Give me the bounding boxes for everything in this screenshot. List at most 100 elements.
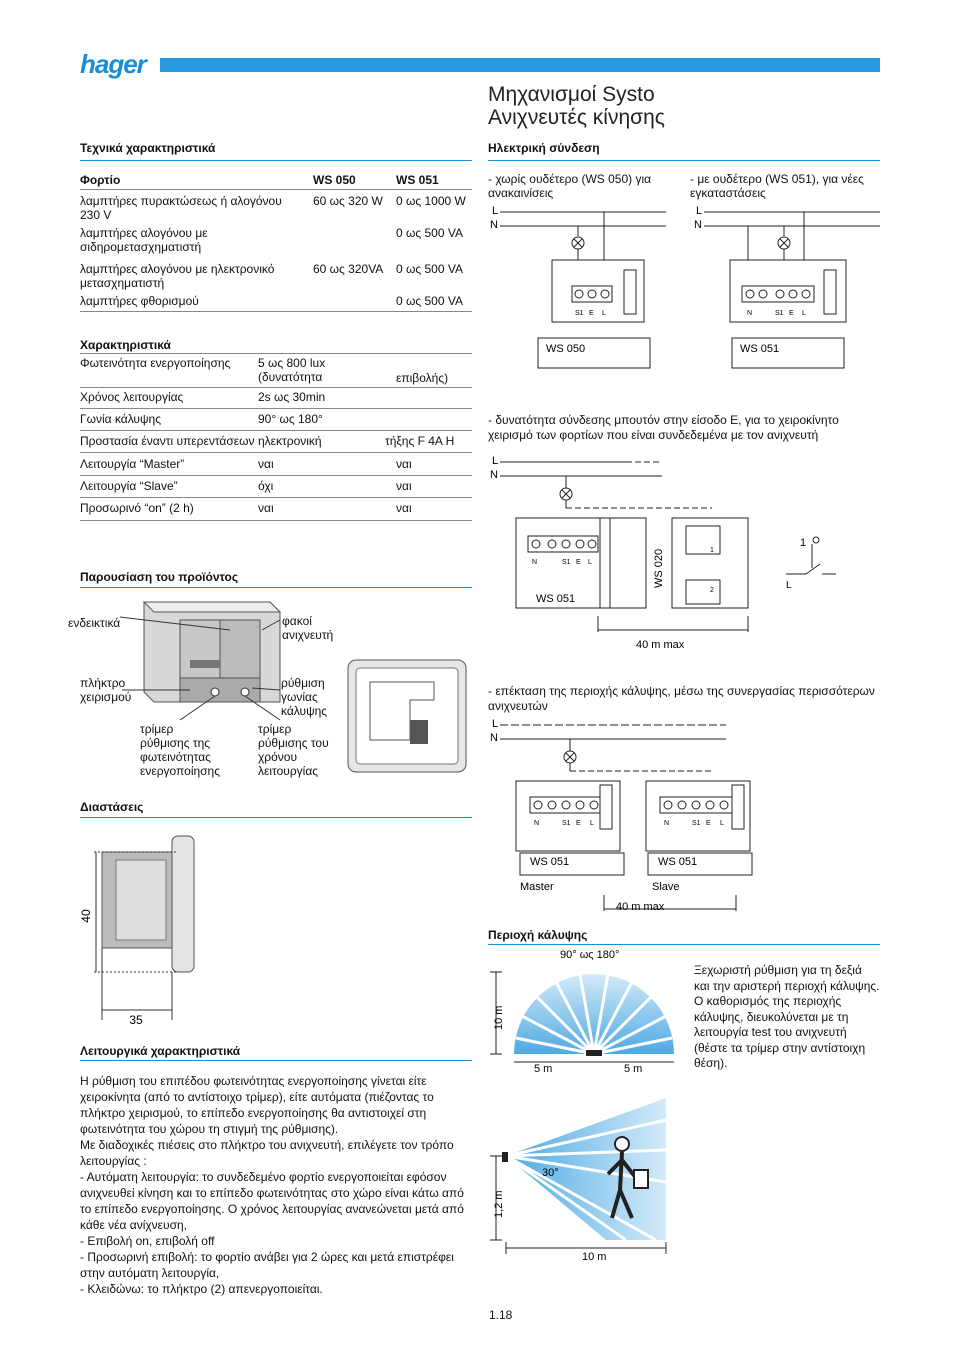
term-l: L [786,580,792,591]
char-value: ναι [396,457,412,471]
dimensions-drawing: 40 35 [79,835,195,1027]
term-e: E [576,559,581,566]
operation-text: Η ρύθμιση του επιπέδου φωτεινότητας ενερ… [80,1073,475,1297]
dim-depth: 35 [129,1013,143,1027]
term-s1: S1 [562,559,571,566]
ws050-label: WS 050 [546,343,585,355]
L-label: L [492,718,498,730]
coverage-angle: 90° ως 180° [560,949,619,961]
product-illustration [119,601,467,773]
label-trimmer-time: τρίμερ ρύθμισης του χρόνου λειτουργίας [258,722,329,778]
coverage-title: Περιοχή κάλυψης [488,928,588,942]
N-label: N [490,469,498,481]
tech-title: Τεχνικά χαρακτηριστικά [80,141,216,155]
term-n: N [534,820,539,827]
load-header-ws051: WS 051 [396,173,439,187]
operation-paragraph: Με διαδοχικές πιέσεις στο πλήκτρο του αν… [80,1138,454,1168]
pushbutton-1: 1 [800,537,806,549]
char-label: Λειτουργία “Master” [80,457,185,471]
wiring-diagram-3: L N N S1 E L WS 051 WS 020 1 2 40 m max … [490,455,836,651]
page-subtitle: Ανιχνευτές κίνησης [488,106,665,129]
label-indicator: ενδεικτικά [68,616,121,630]
coverage-height: 1,2 m [493,1190,505,1218]
term-n: N [532,559,537,566]
divider [80,430,472,431]
divider [488,160,880,161]
divider [80,475,472,476]
load-header-label: Φορτίο [80,173,121,187]
page-number: 1.18 [489,1308,513,1322]
char-value: ναι [258,501,274,515]
page-title: Μηχανισμοί Systo [488,83,655,106]
term-s1: S1 [562,820,571,827]
coverage-range: 10 m [493,1006,505,1030]
char-label: Προσωρινό “on” (2 h) [80,501,194,515]
char-value: ναι [258,457,274,471]
load-value: 0 ως 500 VA [396,294,463,308]
term-l: L [602,310,606,317]
push-1-label: 1 [710,547,714,554]
N-label: N [490,732,498,744]
char-label: Χρόνος λειτουργίας [80,390,184,404]
term-n: N [747,310,752,317]
divider [80,408,472,409]
load-value: 0 ως 1000 W [396,194,466,208]
coverage-note: Ξεχωριστή ρύθμιση για τη δεξιά και την α… [694,963,880,1070]
push-2-label: 2 [710,587,714,594]
char-value: 5 ως 800 lux (δυνατότητα [258,356,326,384]
operation-title: Λειτουργικά χαρακτηριστικά [80,1044,241,1058]
ws051-label: WS 051 [536,593,575,605]
term-e: E [706,820,711,827]
divider [80,1060,472,1061]
load-header-ws050: WS 050 [313,173,356,187]
char-label: Φωτεινότητα ενεργοποίησης [80,356,231,370]
wiring-diagram-4: L N N S1 E L WS 051 Master N S1 E L WS 0… [490,718,753,913]
hager-logo: hager [80,49,147,79]
char-value: όχι [258,479,274,493]
load-label: λαμπτήρες αλογόνου με ηλεκτρονικό μετασχ… [80,262,275,290]
divider [80,587,472,588]
divider [80,160,472,161]
L-label: L [492,205,498,217]
N-label: N [490,219,498,231]
wiring-case2: - με ουδέτερο (WS 051), για νέες εγκατασ… [690,172,864,200]
char-value: ναι [396,479,412,493]
wiring-case4: - επέκταση της περιοχής κάλυψης, μέσω τη… [488,684,875,713]
term-l: L [802,310,806,317]
load-label: λαμπτήρες πυρακτώσεως ή αλογόνου 230 V [80,194,282,222]
term-e: E [789,310,794,317]
term-e: E [576,820,581,827]
char-value: τήξης F 4A H [385,434,455,448]
wiring-case3: - δυνατότητα σύνδεσης μπουτόν στην είσοδ… [488,413,839,442]
term-n: N [664,820,669,827]
char-value: επιβολής) [396,371,449,385]
L-label: L [492,455,498,467]
operation-paragraph: - Προσωρινή επιβολή: το φορτίο ανάβει γι… [80,1250,454,1280]
ws020-label: WS 020 [653,549,665,588]
L-label: L [696,205,702,217]
term-s1: S1 [692,820,701,827]
load-value: 60 ως 320 W [313,194,383,208]
divider [80,497,472,498]
operation-paragraph: - Κλειδώνω: το πλήκτρο (2) απενεργοποιεί… [80,1282,323,1296]
term-l: L [588,559,592,566]
label-button: πλήκτρο χειρισμού [80,676,132,704]
divider [488,944,880,945]
master-label: Master [520,881,554,893]
coverage-tilt: 30° [542,1167,559,1179]
term-s1: S1 [575,310,584,317]
label-angle: ρύθμιση γωνίας κάλυψης [281,676,328,718]
wiring-title: Ηλεκτρική σύνδεση [488,141,600,155]
char-value: 90° ως 180° [258,412,323,426]
coverage-top-diagram: 90° ως 180° 10 m 5 m 5 m [490,949,674,1075]
char-label: Λειτουργία “Slave” [80,479,178,493]
divider [80,387,472,388]
load-label: λαμπτήρες αλογόνου με σιδηρομετασχηματισ… [80,226,208,254]
divider [80,817,472,818]
operation-paragraph: - Αυτόματη λειτουργία: το συνδεδεμένο φο… [80,1170,464,1232]
load-label: λαμπτήρες φθορισμού [80,294,199,308]
coverage-side-diagram: 1,2 m 30° 10 m [490,1098,667,1263]
header-bar [160,58,880,72]
ws051-label: WS 051 [740,343,779,355]
load-value: 0 ως 500 VA [396,262,463,276]
